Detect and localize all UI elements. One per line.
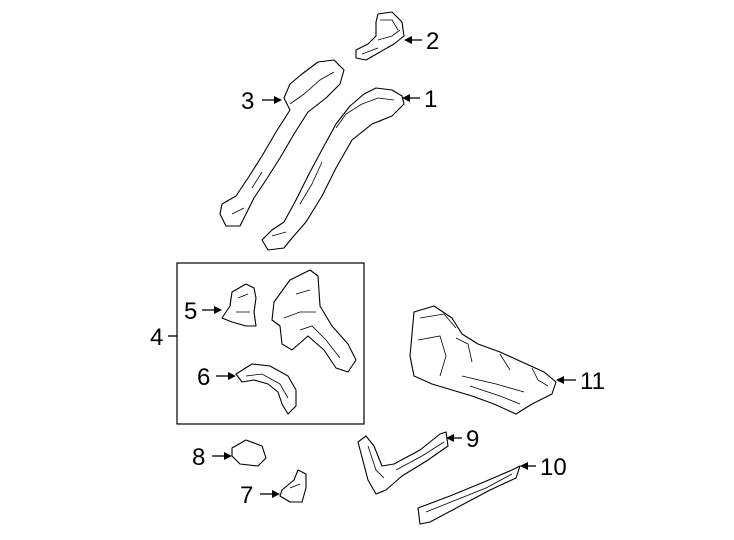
part-1-pillar[interactable] [261, 87, 405, 251]
callout-6[interactable]: 6 [197, 364, 210, 391]
part-4-group-box [176, 262, 365, 425]
leader-1 [402, 94, 420, 102]
leader-2 [404, 36, 422, 44]
part-8-bracket[interactable] [231, 439, 267, 467]
callout-4[interactable]: 4 [150, 324, 163, 351]
part-5-panel[interactable] [221, 283, 257, 327]
leader-7 [260, 490, 280, 498]
callout-8[interactable]: 8 [192, 444, 205, 471]
part-4-housing[interactable] [271, 269, 357, 373]
callout-5[interactable]: 5 [184, 298, 197, 325]
part-11-floor-tray[interactable] [409, 305, 557, 415]
callout-9[interactable]: 9 [466, 426, 479, 453]
callout-1[interactable]: 1 [424, 86, 437, 113]
part-3-pillar[interactable] [219, 59, 345, 227]
part-6-wheelhouse[interactable] [235, 363, 297, 415]
leader-3 [262, 96, 282, 104]
leader-8 [212, 452, 232, 460]
leader-6 [216, 372, 236, 380]
callout-7[interactable]: 7 [240, 482, 253, 509]
part-2-bracket[interactable] [355, 11, 405, 61]
leader-5 [202, 306, 222, 314]
callout-11[interactable]: 11 [580, 368, 605, 395]
callout-2[interactable]: 2 [426, 28, 439, 55]
leader-10 [520, 462, 536, 470]
leader-9 [446, 434, 462, 442]
leader-11 [556, 376, 576, 384]
callout-10[interactable]: 10 [540, 454, 567, 481]
part-7-bracket[interactable] [279, 469, 307, 503]
callout-3[interactable]: 3 [241, 88, 254, 115]
part-9-sill[interactable] [357, 431, 449, 495]
part-10-rocker[interactable] [417, 465, 521, 525]
